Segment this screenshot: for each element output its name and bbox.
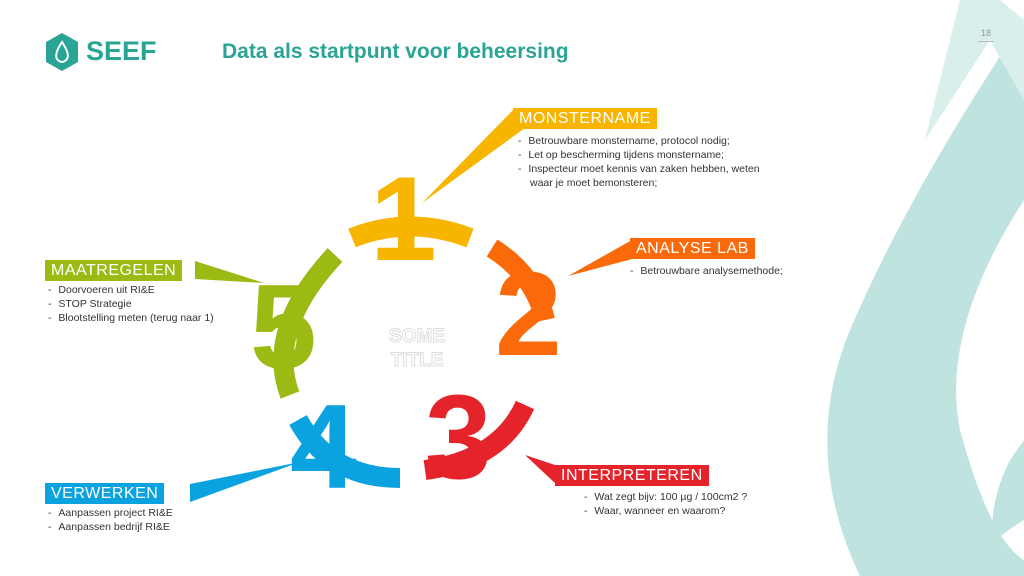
step-number-3: 3 <box>425 370 492 504</box>
callout-2-wedge <box>568 240 636 276</box>
ring-arc-5 <box>273 248 343 399</box>
callout-4-wedge <box>190 462 300 502</box>
step-3-label: INTERPRETEREN <box>555 465 709 486</box>
center-title-line1: SOME <box>389 326 446 348</box>
background-drop-shape <box>827 20 1024 576</box>
logo-drop-icon <box>55 40 69 63</box>
list-item: Aanpassen bedrijf RI&E <box>48 520 268 534</box>
ring-arc-4 <box>289 414 401 488</box>
callout-3-wedge <box>525 455 558 484</box>
step-4-list: Aanpassen project RI&E Aanpassen bedrijf… <box>48 506 268 534</box>
step-number-5: 5 <box>250 260 317 394</box>
list-item: Doorvoeren uit RI&E <box>48 283 268 297</box>
background-drop-shape-2 <box>935 440 1024 576</box>
step-4-label: VERWERKEN <box>45 483 165 504</box>
list-item: Let op bescherming tijdens monstername; <box>518 148 778 162</box>
step-1-label: MONSTERNAME <box>513 108 657 129</box>
page-title: Data als startpunt voor beheersing <box>222 40 569 63</box>
callout-1-wedge <box>422 108 525 203</box>
step-number-2: 2 <box>495 247 562 381</box>
step-number-4: 4 <box>290 380 357 514</box>
step-3-list: Wat zegt bijv: 100 µg / 100cm2 ? Waar, w… <box>584 490 824 518</box>
list-item: Blootstelling meten (terug naar 1) <box>48 311 268 325</box>
ring-arc-1 <box>348 216 474 248</box>
list-item: Betrouwbare monstername, protocol nodig; <box>518 134 778 148</box>
step-2-list: Betrouwbare analysemethode; <box>630 264 850 278</box>
step-1-list: Betrouwbare monstername, protocol nodig;… <box>518 134 778 190</box>
step-5-list: Doorvoeren uit RI&E STOP Strategie Bloot… <box>48 283 268 325</box>
center-title: SOME TITLE <box>372 325 462 373</box>
step-2-label: ANALYSE LAB <box>630 238 755 259</box>
background-stripe <box>925 0 1024 140</box>
callout-5-wedge <box>195 261 264 283</box>
center-title-line2: TITLE <box>390 350 444 372</box>
logo-icon <box>46 33 78 71</box>
list-item: Inspecteur moet kennis van zaken hebben,… <box>518 162 760 190</box>
logo-text: SEEF <box>86 36 157 66</box>
list-item: Aanpassen project RI&E <box>48 506 268 520</box>
page-number: 18 <box>978 28 995 42</box>
list-item: Wat zegt bijv: 100 µg / 100cm2 ? <box>584 490 824 504</box>
step-number-1: 1 <box>370 152 437 286</box>
ring-arc-3 <box>423 400 535 480</box>
list-item: STOP Strategie <box>48 297 268 311</box>
list-item: Waar, wanneer en waarom? <box>584 504 824 518</box>
step-5-label: MAATREGELEN <box>45 260 183 281</box>
list-item: Betrouwbare analysemethode; <box>630 264 850 278</box>
ring-arc-2 <box>486 239 555 323</box>
